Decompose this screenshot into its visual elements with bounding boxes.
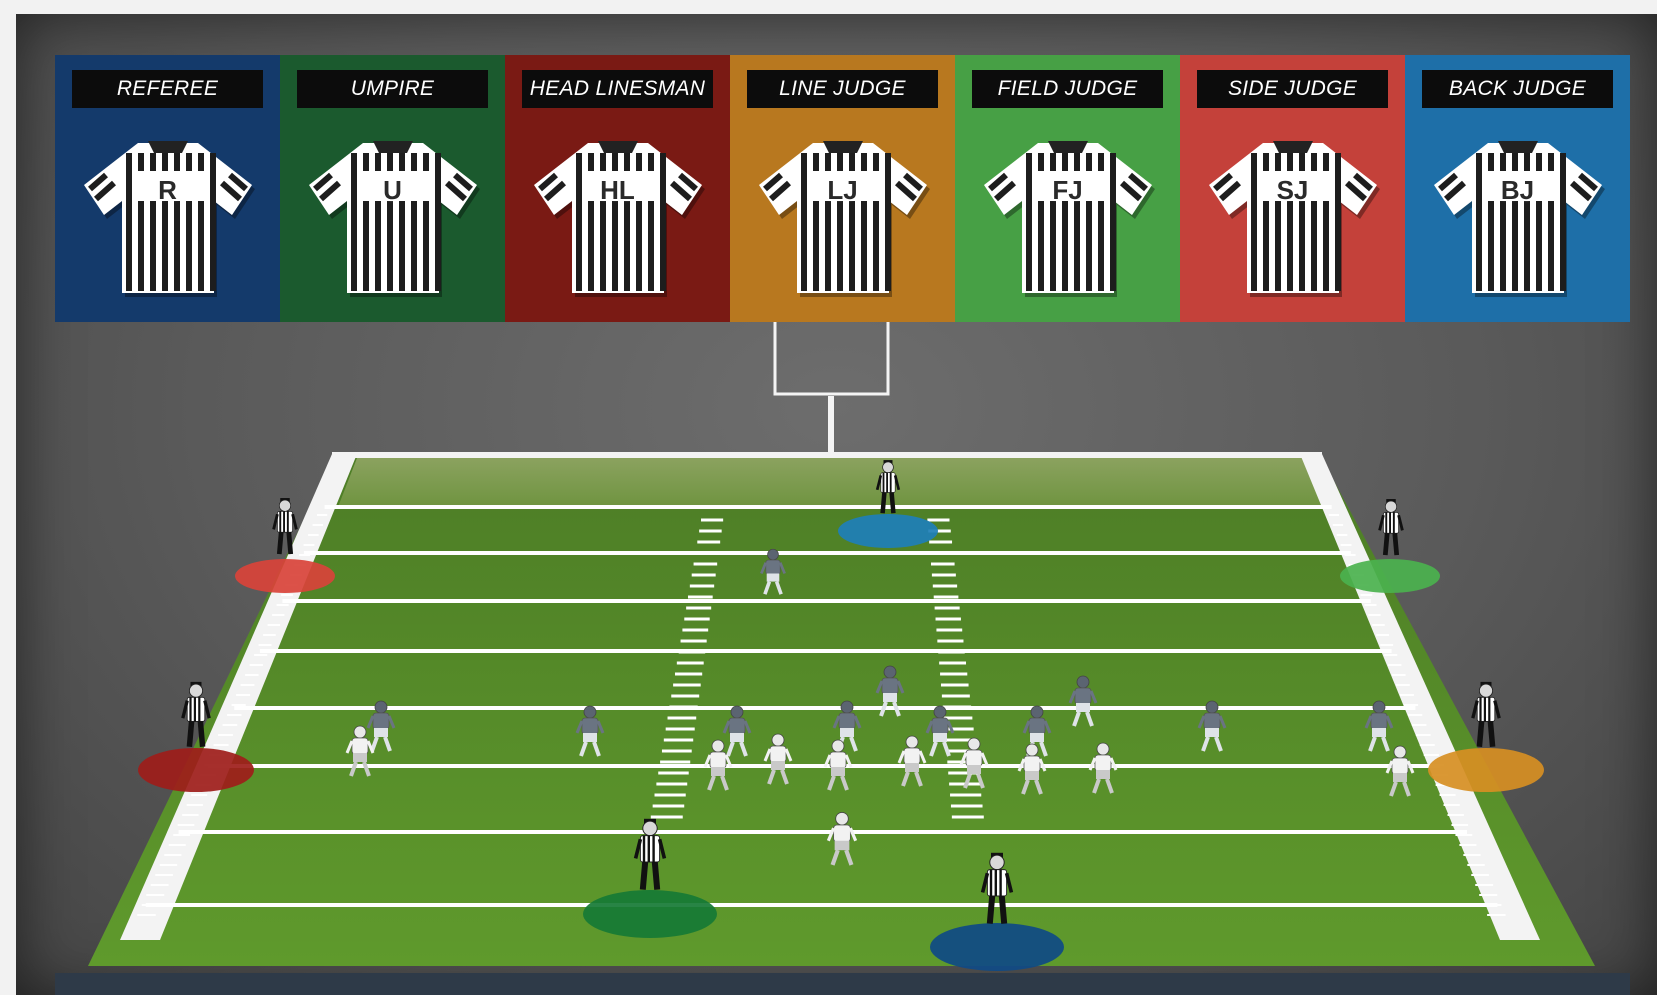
position-marker-hl [138,748,254,792]
official-figure-icon [1473,682,1499,747]
position-marker-lj [1340,559,1440,593]
bottom-bar [55,973,1630,995]
position-marker-r [930,923,1064,971]
endzone [338,458,1322,507]
position-marker-u [583,890,717,938]
official-figure-icon [1380,499,1403,555]
position-marker-fj [838,514,938,548]
goalpost-icon [775,322,888,455]
position-marker-sj [235,559,335,593]
position-marker-bj [1428,748,1544,792]
